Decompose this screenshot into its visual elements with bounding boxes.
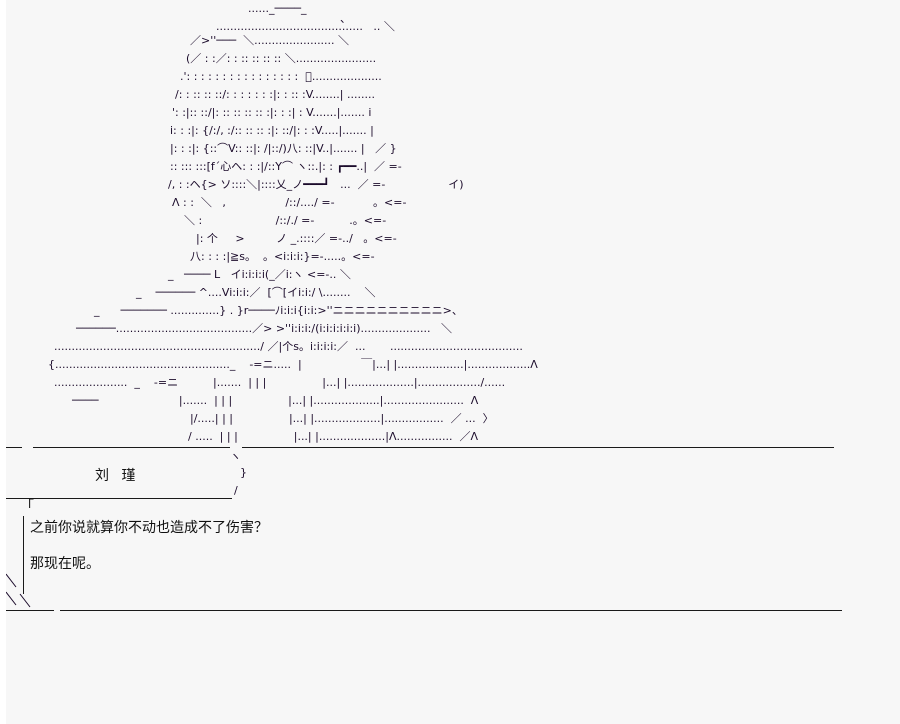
ascii-art-row: ＼ : /::/./ =- .。<=- <box>184 214 387 227</box>
ascii-art-row: {.......................................… <box>48 358 538 371</box>
ascii-art-row: _ ──── L イi:i:i:i(_／i:ヽ <=-.. ＼ <box>168 268 351 281</box>
ascii-art-row: .': : : : : : : : : : : : : : : : ﾞ.....… <box>180 70 382 83</box>
ascii-art-row: (／ : :／: : :: :: :: :: ＼................… <box>186 52 377 65</box>
ascii-art-row: Λ : : ＼ , /::/..../ =- 。<=- <box>172 196 407 209</box>
ascii-art-row: /: : :: :: ::/: : : : : : :|: : :: :V...… <box>175 88 375 101</box>
ascii-art-row: ──── |....... | | | |...| |.............… <box>72 394 479 407</box>
ascii-art-row: ........................................… <box>216 20 395 33</box>
speaker-name: 刘 瑾 <box>95 468 140 484</box>
ascii-art-row: ..................... _ -=ニ |....... | |… <box>54 376 506 389</box>
dialogue-line-1: 之前你说就算你不动也造成不了伤害？ <box>30 520 268 536</box>
name-box-edge-top: ヽ <box>230 450 241 463</box>
ascii-art-row: _ ────── ^....Vi:i:i:／ [⌒[イi:i:/ \......… <box>136 286 376 299</box>
ascii-art-row: ........................................… <box>54 340 523 353</box>
ascii-art-row: |/.....| | | |...| |...................|… <box>190 412 494 425</box>
name-box-top-rule-right <box>242 447 834 448</box>
ascii-art-row: |: 个 > ノ _.::::／ =-../ 。<=- <box>196 232 397 245</box>
ascii-art-row: ──────..................................… <box>76 322 452 335</box>
ascii-art-row: |: : :|: {::⌒V:: ::|: /|::/)八: ::|V..|..… <box>170 142 397 155</box>
dialogue-bottom-rule <box>60 610 842 611</box>
ascii-art-row: /, : :ヘ{> ソ::::＼|::::乂_ノ━━━┛ ... ／ =- イ) <box>168 178 464 191</box>
ascii-art-row: _ ─────── ..............} . }r────ﾉi:i:i… <box>94 304 463 317</box>
ascii-art-row: 八: : : :|≧s。 。<i:i:i:}=-.....。<=- <box>190 250 375 263</box>
dialogue-tail-icon <box>6 573 31 608</box>
name-box-top-rule-left <box>6 447 22 448</box>
dialogue-line-2: 那现在呢。 <box>30 556 100 572</box>
ascii-art-row: :: ::: :::[f´心ヘ: : :|/::Y⌒ ヽ::.|: : ┏━━.… <box>170 160 402 173</box>
dialogue-open-bracket: 「 <box>20 499 34 515</box>
name-box-top-rule <box>33 447 230 448</box>
ascii-art-row: ／>''─── ＼....................... ＼ <box>190 34 350 47</box>
ascii-art-row: ': :|:: ::/|: :: :: :: :: :|: : :| : V..… <box>172 106 372 119</box>
name-box-edge-bot: / <box>234 484 238 497</box>
ascii-art-row: 、 <box>340 12 351 25</box>
ascii-art-row: i: : :|: {/:/, :/:: :: :: :|: ::/|: : :V… <box>170 124 374 137</box>
dialogue-bottom-rule-left <box>6 610 54 611</box>
name-box-bottom-rule <box>6 498 232 499</box>
ascii-art-canvas: ......_────_ 、...........................… <box>6 0 900 724</box>
name-box-edge-mid: } <box>240 466 247 479</box>
dialogue-bar <box>23 516 24 594</box>
ascii-art-row: / ..... | | | |...| |...................… <box>188 430 478 443</box>
ascii-art-row: ......_────_ <box>248 2 307 15</box>
